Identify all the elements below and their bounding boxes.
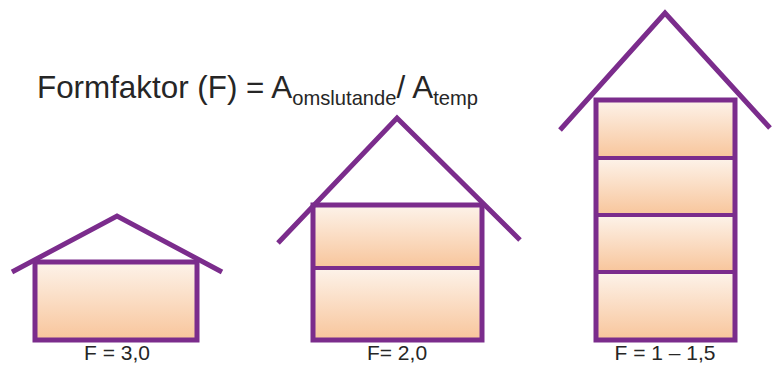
- form-factor-value: F = 1 – 1,5: [615, 342, 716, 364]
- floor-fill: [596, 158, 735, 215]
- house-one-storey: [12, 216, 222, 340]
- floor-fill: [596, 272, 735, 340]
- floor-divider: [596, 156, 735, 160]
- house-four-storeys: [560, 13, 770, 340]
- floor-divider: [596, 270, 735, 274]
- caption-holder: F = 3,0: [84, 342, 150, 364]
- form-factor-value: F = 3,0: [84, 342, 150, 364]
- formula-part: / A: [397, 70, 434, 105]
- roof-line: [560, 13, 770, 130]
- floor-fill: [596, 215, 735, 272]
- floor-fill: [313, 205, 482, 268]
- formula-subscript: temp: [433, 87, 478, 109]
- house-body: [313, 205, 482, 340]
- house-body: [35, 262, 197, 340]
- roof-line: [12, 216, 222, 272]
- floor-fill: [313, 268, 482, 340]
- floor-fill: [596, 100, 735, 158]
- formula-subscript: omslutande: [292, 87, 396, 109]
- caption-holder: F= 2,0: [367, 342, 427, 364]
- floor-divider: [313, 266, 482, 270]
- house-body: [596, 100, 735, 340]
- floor-fill: [35, 262, 197, 340]
- floor-divider: [596, 213, 735, 217]
- formula-text: Formfaktor (F) = Aomslutande/ Atemp: [37, 70, 478, 116]
- house-two-storeys: [278, 118, 520, 340]
- roof-line: [278, 118, 520, 243]
- form-factor-value: F= 2,0: [367, 342, 427, 364]
- formula-part: Formfaktor (F) = A: [37, 70, 292, 105]
- caption-holder: F = 1 – 1,5: [615, 342, 716, 364]
